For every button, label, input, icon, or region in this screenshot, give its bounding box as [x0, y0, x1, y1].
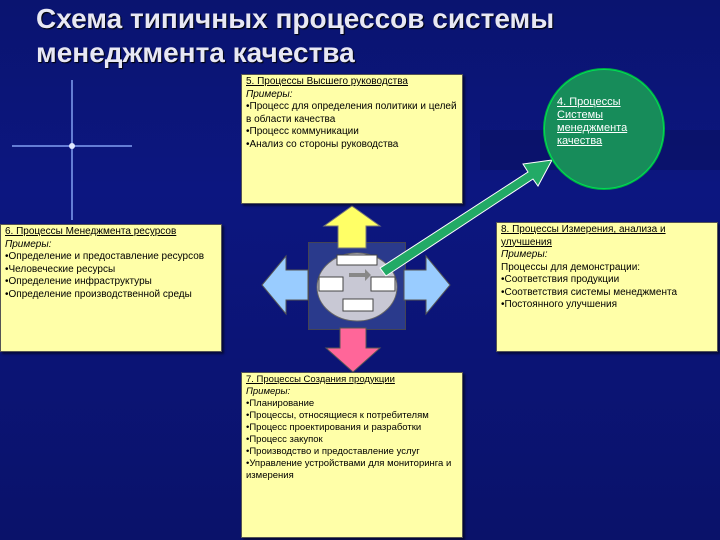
list-item: •Процесс коммуникации: [246, 126, 359, 137]
arrow-left: [261, 254, 309, 316]
box-intro: Процессы для демонстрации:: [501, 261, 641, 273]
qms-process-circle: 4. Процессы Системы менеджмента качества: [544, 69, 664, 189]
list-item: •Процесс закупок: [246, 434, 323, 445]
box-measurement-analysis: 8. Процессы Измерения, анализа и улучшен…: [496, 222, 718, 352]
examples-label: Примеры:: [246, 386, 291, 397]
examples-label: Примеры:: [5, 238, 52, 250]
arrow-right: [403, 254, 451, 316]
list-item: •Производство и предоставление услуг: [246, 446, 420, 457]
box-resource-management: 6. Процессы Менеджмента ресурсов Примеры…: [0, 224, 222, 352]
list-item: •Определение инфраструктуры: [5, 276, 152, 287]
box-heading: 6. Процессы Менеджмента ресурсов: [5, 226, 177, 237]
box-heading: 8. Процессы Измерения, анализа и улучшен…: [501, 224, 666, 248]
list-item: •Процесс проектирования и разработки: [246, 422, 422, 433]
box-heading: 7. Процессы Создания продукции: [246, 374, 395, 385]
list-item: •Процесс для определения политики и целе…: [246, 101, 457, 125]
list-item: •Определение производственной среды: [5, 288, 192, 300]
page-title: Схема типичных процессов системы менеджм…: [36, 3, 555, 68]
arrow-green: [379, 159, 553, 277]
examples-label: Примеры:: [501, 249, 548, 260]
box-product-realization: 7. Процессы Создания продукции Примеры: …: [241, 372, 463, 538]
list-item: •Человеческие ресурсы: [5, 263, 116, 275]
list-item: •Соответствия системы менеджмента: [501, 286, 678, 298]
box-top-management: 5. Процессы Высшего руководства Примеры:…: [241, 74, 463, 204]
box-heading: 5. Процессы Высшего руководства: [246, 76, 408, 87]
circle-label: 4. Процессы Системы менеджмента качества: [557, 96, 628, 147]
list-item: •Управление устройствами для мониторинга…: [246, 458, 452, 481]
list-item: •Соответствия продукции: [501, 274, 620, 285]
arrow-up: [322, 205, 382, 249]
examples-label: Примеры:: [246, 88, 293, 100]
arrow-down: [324, 327, 382, 373]
list-item: •Планирование: [246, 398, 315, 409]
process-cycle-image: [308, 242, 406, 330]
list-item: •Постоянного улучшения: [501, 299, 618, 310]
list-item: •Определение и предоставление ресурсов: [5, 251, 205, 262]
list-item: •Анализ со стороны руководства: [246, 138, 399, 150]
list-item: •Процессы, относящиеся к потребителям: [246, 410, 429, 421]
